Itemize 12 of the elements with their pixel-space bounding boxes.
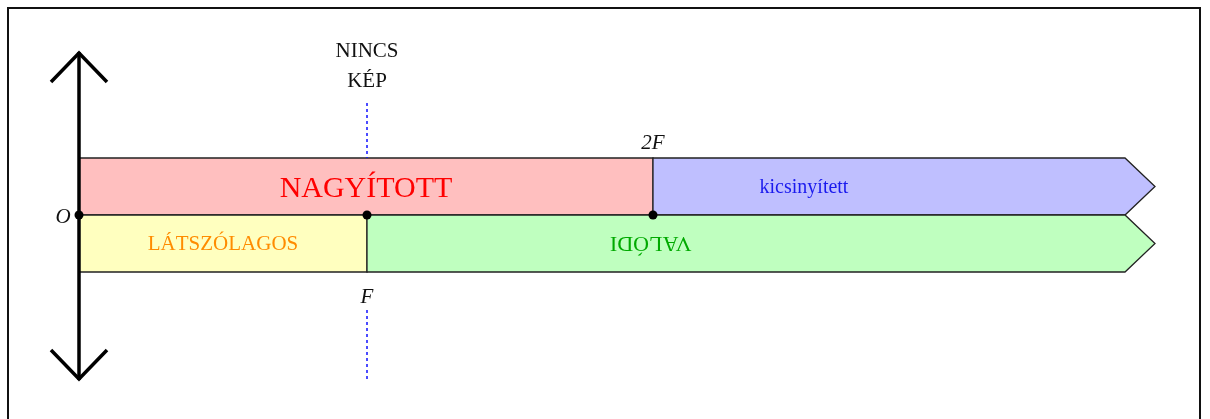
arrow-band — [653, 158, 1155, 215]
axis-label: O — [55, 202, 71, 230]
band-label: LÁTSZÓLAGOS — [147, 231, 299, 256]
axis-label: F — [360, 282, 374, 310]
band-label: VALÓDI — [610, 230, 692, 257]
band-label: kicsinyített — [759, 175, 849, 198]
range-band — [79, 158, 653, 215]
range-band — [79, 215, 367, 272]
arrow-band — [367, 215, 1155, 272]
band-label: NAGYÍTOTT — [279, 169, 453, 204]
axis-label: NINCS KÉP — [334, 36, 400, 94]
axis-label: 2F — [641, 128, 665, 156]
